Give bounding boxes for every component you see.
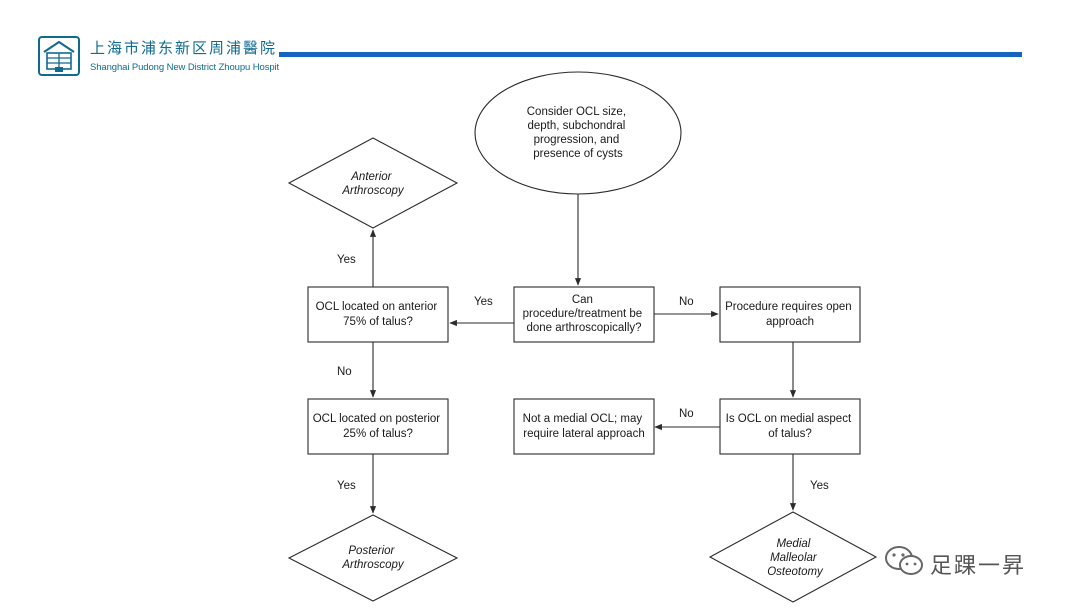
medial-osteotomy-diamond — [708, 511, 878, 603]
edge-label-arthroscopic-yes: Yes — [474, 296, 493, 308]
medial-question-text: Is OCL on medial aspect of talus? — [726, 413, 855, 440]
edge-label-arthroscopic-no: No — [679, 296, 694, 308]
medial-osteotomy-text: Medial Malleolar Osteotomy — [767, 538, 824, 578]
posterior-question-box — [307, 398, 449, 455]
wechat-icon — [885, 546, 923, 575]
hospital-name-english: Shanghai Pudong New District Zhoupu Hosp… — [90, 62, 280, 73]
edge-label-medial-no: No — [679, 408, 694, 420]
open-approach-box — [719, 286, 861, 343]
posterior-question-text: OCL located on posterior 25% of talus? — [313, 413, 444, 440]
posterior-arthroscopy-text: Posterior Arthroscopy — [341, 545, 405, 571]
anterior-arthroscopy-text: Anterior Arthroscopy — [341, 171, 405, 197]
arthroscopic-question-box — [513, 286, 655, 343]
header-accent-bar — [279, 52, 1022, 57]
watermark-text: 足踝一昇 — [930, 554, 1027, 579]
edge-label-medial-yes: Yes — [810, 480, 829, 492]
lateral-approach-text: Not a medial OCL; may require lateral ap… — [523, 413, 646, 440]
hospital-logo-icon — [38, 36, 80, 76]
medial-question-box — [719, 398, 861, 455]
start-node — [474, 71, 682, 195]
hospital-name-chinese: 上海市浦东新区周浦醫院 — [90, 39, 278, 57]
lateral-approach-box — [513, 398, 655, 455]
header: 上海市浦东新区周浦醫院 Shanghai Pudong New District… — [0, 0, 1080, 90]
anterior-question-box — [307, 286, 449, 343]
arthroscopic-question-text: Can procedure/treatment be done arthrosc… — [523, 294, 646, 334]
edge-label-posterior-yes: Yes — [337, 480, 356, 492]
anterior-question-text: OCL located on anterior 75% of talus? — [316, 301, 441, 328]
open-approach-text: Procedure requires open approach — [725, 301, 855, 328]
posterior-arthroscopy-diamond — [287, 514, 459, 602]
edge-label-anterior-yes: Yes — [337, 254, 356, 266]
start-node-text: Consider OCL size, depth, subchondral pr… — [527, 106, 629, 160]
edge-label-anterior-no: No — [337, 366, 352, 378]
anterior-arthroscopy-diamond — [287, 137, 459, 229]
